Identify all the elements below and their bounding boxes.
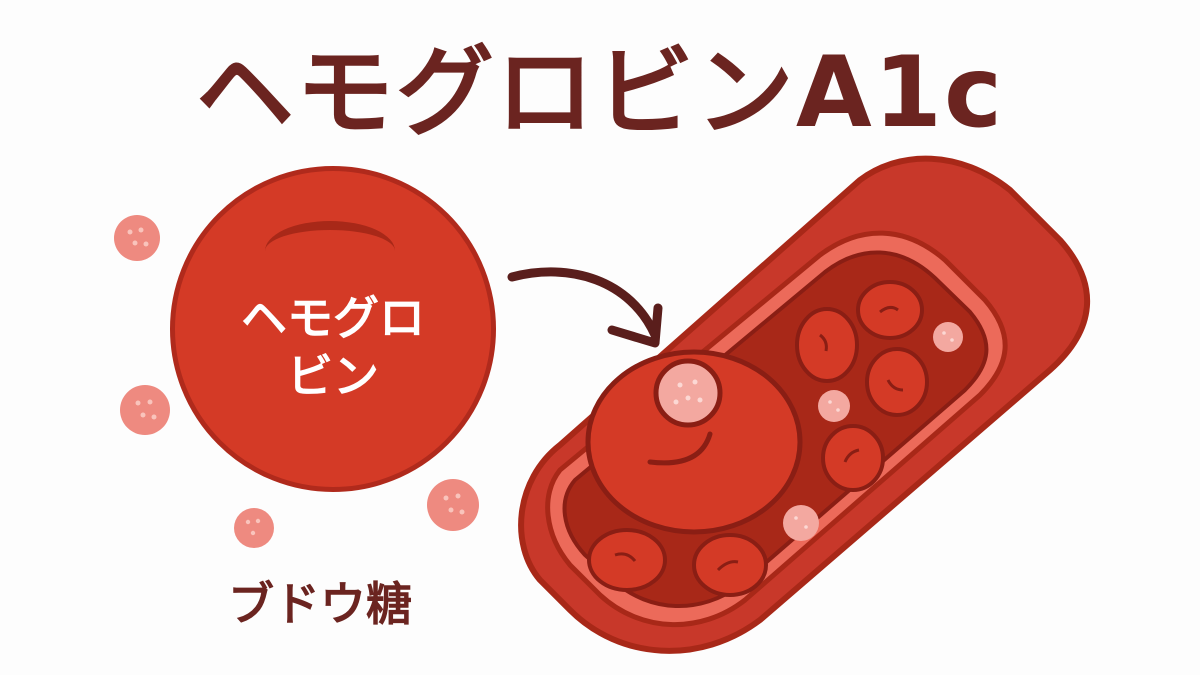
cell-highlight-icon bbox=[265, 221, 395, 281]
red-blood-cell-icon bbox=[856, 280, 924, 340]
glucose-molecule-icon bbox=[114, 215, 160, 261]
hemoglobin-cell: ヘモグロ ビン bbox=[170, 166, 496, 492]
hemoglobin-label-line2: ビン bbox=[287, 349, 379, 403]
glucose-molecule-icon bbox=[818, 390, 850, 422]
glucose-label: ブドウ糖 bbox=[228, 577, 412, 631]
glucose-molecule-icon bbox=[234, 508, 274, 548]
red-blood-cell-icon bbox=[821, 424, 885, 492]
hemoglobin-label: ヘモグロ ビン bbox=[175, 289, 491, 405]
red-blood-cell-icon bbox=[865, 347, 929, 417]
red-blood-cell-icon bbox=[795, 307, 859, 383]
hemoglobin-label-line1: ヘモグロ bbox=[241, 291, 425, 345]
glucose-molecule-icon bbox=[933, 322, 963, 352]
glucose-molecule-icon bbox=[427, 479, 479, 531]
arrow-icon bbox=[507, 267, 663, 348]
glucose-molecule-icon bbox=[120, 385, 170, 435]
red-blood-cell-icon bbox=[692, 533, 768, 597]
glucose-molecule-icon bbox=[783, 505, 819, 541]
glycated-hemoglobin-cell-icon bbox=[585, 349, 803, 535]
page-title: ヘモグロビンA1c bbox=[195, 36, 1005, 150]
red-blood-cell-icon bbox=[587, 528, 667, 592]
